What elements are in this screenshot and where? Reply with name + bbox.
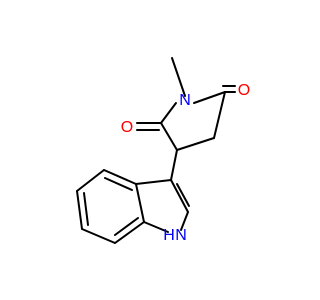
atom-label-o-right: O bbox=[238, 82, 250, 99]
bond-ind-c6-c7 bbox=[81, 228, 116, 244]
bond-c4-c5 bbox=[160, 122, 178, 151]
bond-ind-c3-c2 bbox=[170, 179, 189, 213]
bond-ind-c2-n1 bbox=[180, 211, 189, 231]
bond-c4-indole-c3 bbox=[170, 149, 178, 181]
bond-ind-c3a-c4 bbox=[103, 169, 137, 185]
atom-label-indole-n: N bbox=[175, 227, 187, 244]
molecule-structure: N O O H N bbox=[76, 57, 250, 244]
bond-n-c2 bbox=[193, 91, 226, 104]
bond-ind-c3a-c4-inner bbox=[104, 177, 133, 191]
bond-c3-c4 bbox=[176, 137, 215, 151]
bond-ind-c4-c5 bbox=[76, 169, 105, 192]
bond-ind-c3-c3a bbox=[135, 179, 172, 185]
bond-ind-c7-c7a bbox=[114, 221, 145, 244]
bond-ind-c7-c7a-inner bbox=[114, 217, 139, 236]
bond-ind-c5-c6 bbox=[76, 190, 83, 230]
bond-n-c5 bbox=[160, 102, 177, 124]
atom-label-imide-n: N bbox=[179, 92, 191, 109]
atom-label-indole-h: H bbox=[163, 227, 175, 244]
bond-ind-c5-c6-inner bbox=[83, 192, 89, 226]
bond-ind-c3a-c7a bbox=[135, 183, 145, 223]
bond-ind-n1-c7a bbox=[143, 221, 169, 233]
bond-n-methyl bbox=[171, 57, 186, 97]
bond-ind-c3-c2-inner bbox=[176, 183, 190, 207]
bond-c2-c3 bbox=[213, 91, 226, 139]
atom-label-o-left: O bbox=[121, 119, 133, 136]
